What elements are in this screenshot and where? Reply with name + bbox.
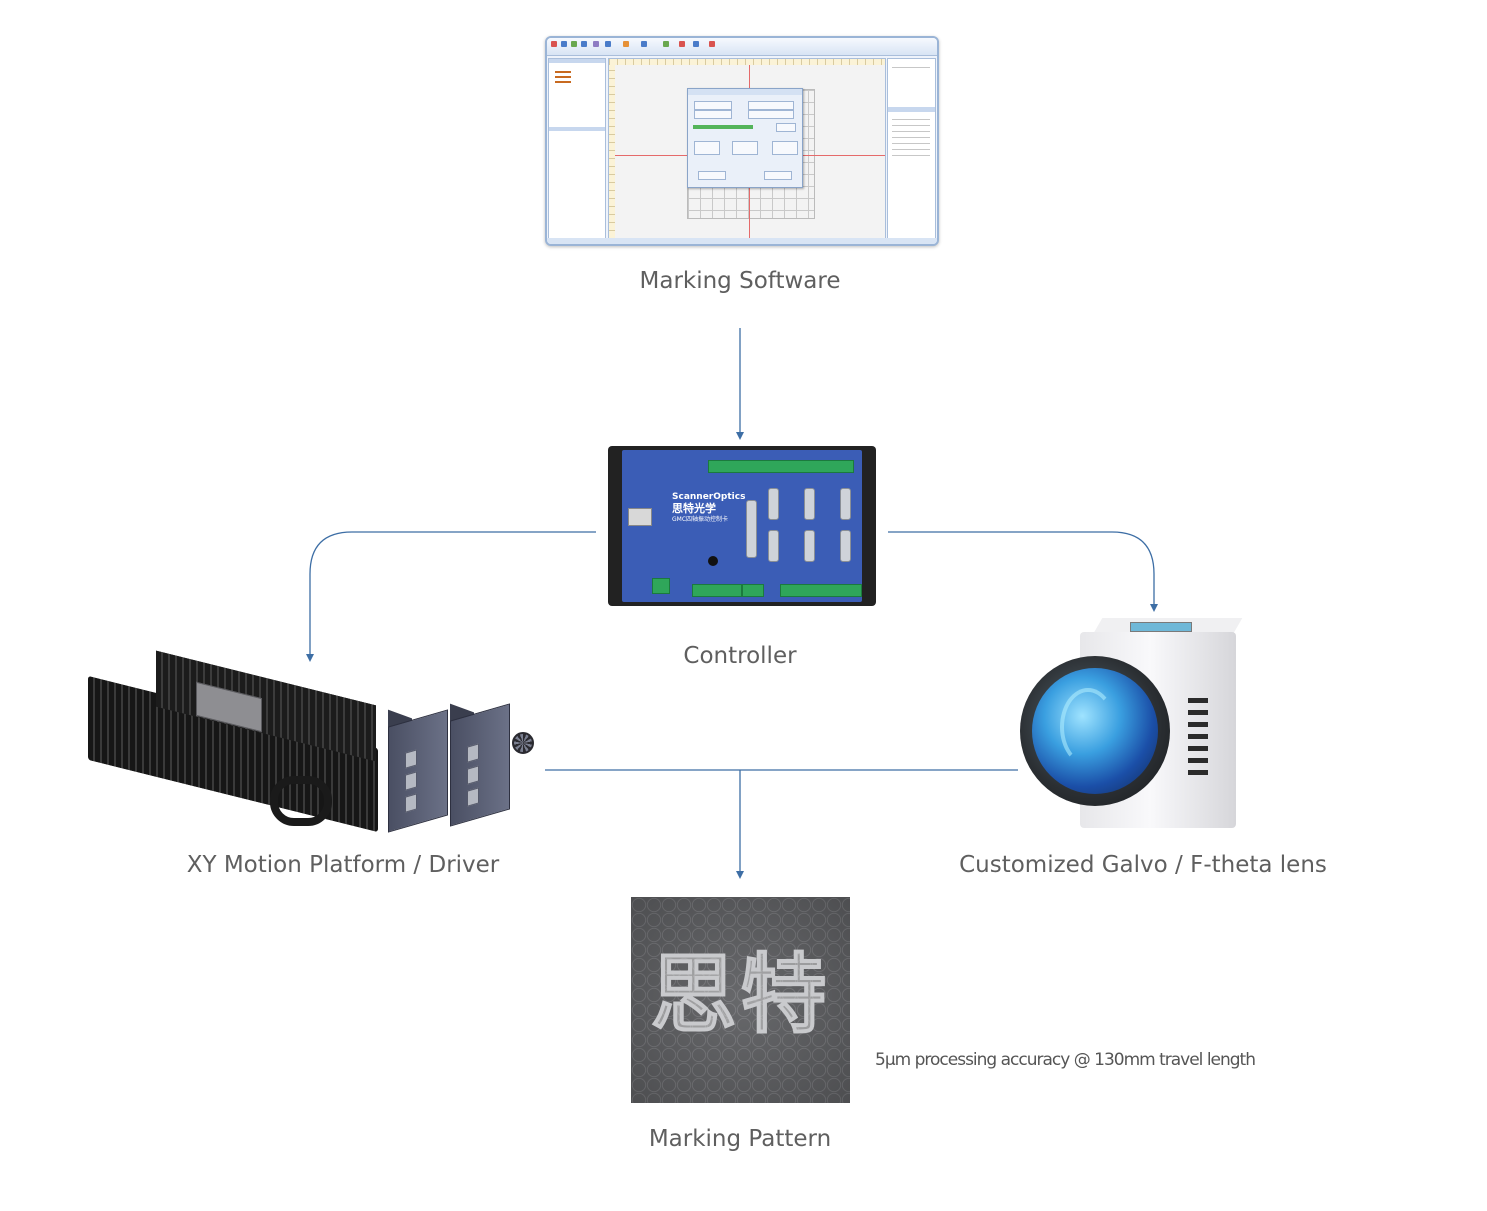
label-galvo: Customized Galvo / F-theta lens: [959, 852, 1327, 878]
label-marking-pattern: Marking Pattern: [648, 1126, 832, 1152]
pattern-image: 思特: [631, 897, 850, 1103]
label-marking-software: Marking Software: [639, 268, 841, 294]
controller-board-image: ScannerOptics 思特光学 GMC四轴振动控制卡: [608, 446, 876, 606]
settings-dialog: [687, 88, 803, 188]
pattern-characters: 思特: [649, 943, 831, 1047]
arrow-controller-to-xy: [306, 531, 596, 662]
label-xy-platform: XY Motion Platform / Driver: [186, 852, 500, 878]
status-bar: [547, 238, 937, 244]
spec-note: 5µm processing accuracy @ 130mm travel l…: [875, 1050, 1256, 1070]
galvo-image: [1020, 618, 1243, 838]
object-tree-panel: [548, 58, 606, 240]
design-canvas: [608, 58, 886, 240]
label-controller: Controller: [683, 643, 797, 669]
controller-brand: ScannerOptics 思特光学 GMC四轴振动控制卡: [672, 492, 746, 523]
arrow-controller-to-galvo: [888, 531, 1158, 612]
properties-panel: [887, 58, 936, 240]
xy-platform-image: [86, 650, 534, 848]
software-screenshot-image: [545, 36, 939, 246]
toolbar: [547, 38, 937, 56]
